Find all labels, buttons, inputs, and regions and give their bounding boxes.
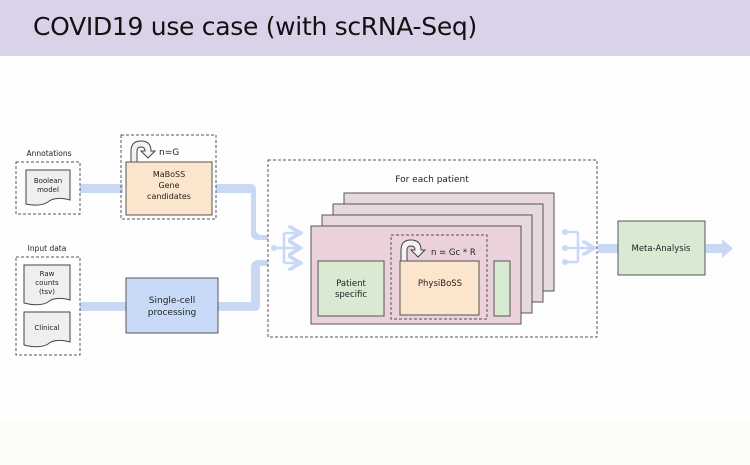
patient-loop-group — [267, 159, 598, 338]
raw-counts-doc[interactable] — [23, 264, 71, 306]
title-bar: COVID19 use case (with scRNA-Seq) — [0, 0, 750, 56]
physiboss-group — [390, 234, 488, 320]
input-data-group — [15, 256, 81, 356]
connector-patients-meta — [598, 244, 618, 253]
boolean-model-doc[interactable] — [25, 169, 71, 206]
input-data-label: Input data — [28, 244, 67, 253]
merge-icon — [562, 229, 592, 265]
boolean-model-text-2: model — [37, 186, 59, 194]
connector-input-singlecell — [80, 302, 126, 311]
maboss-loop-label: n=G — [159, 148, 179, 158]
maboss-group — [120, 134, 217, 220]
physiboss-loop-label: n = Gc * R — [431, 248, 476, 258]
single-cell-box[interactable] — [125, 277, 219, 334]
flow-connectors — [80, 184, 733, 311]
meta-analysis-text: Meta-Analysis — [631, 244, 691, 254]
annotations-label: Annotations — [26, 149, 71, 158]
raw-counts-text-3: (tsv) — [39, 288, 55, 296]
maboss-text-3: candidates — [147, 192, 191, 201]
connector-singlecell-patients — [218, 260, 268, 311]
maboss-box[interactable] — [125, 161, 213, 216]
patient-specific-text-2: specific — [335, 290, 367, 300]
boolean-model-text-1: Boolean — [34, 177, 62, 185]
patient-loop-label: For each patient — [395, 175, 469, 185]
footer-strip — [0, 421, 750, 465]
single-cell-text-1: Single-cell — [149, 296, 195, 306]
physiboss-loop-icon — [400, 239, 427, 262]
maboss-text-2: Gene — [158, 181, 179, 190]
patient-specific-text-1: Patient — [336, 279, 366, 289]
connector-annotations-maboss — [80, 184, 123, 193]
raw-counts-text-2: counts — [35, 279, 59, 287]
output-box[interactable] — [493, 260, 511, 317]
patient-specific-box[interactable] — [317, 260, 385, 317]
annotations-group — [15, 161, 81, 215]
physiboss-box[interactable] — [399, 260, 480, 316]
meta-analysis-box[interactable] — [617, 220, 706, 276]
raw-counts-text-1: Raw — [40, 270, 55, 278]
single-cell-text-2: processing — [148, 308, 197, 318]
meta-output-arrow — [706, 239, 733, 258]
maboss-loop-icon — [130, 140, 157, 163]
page-title: COVID19 use case (with scRNA-Seq) — [33, 12, 477, 41]
split-icon — [271, 233, 298, 263]
clinical-text: Clinical — [34, 324, 59, 332]
maboss-text-1: MaBoSS — [153, 170, 185, 179]
connector-maboss-patients — [216, 184, 268, 240]
physiboss-text: PhysiBoSS — [418, 279, 462, 289]
clinical-doc[interactable] — [23, 311, 71, 348]
